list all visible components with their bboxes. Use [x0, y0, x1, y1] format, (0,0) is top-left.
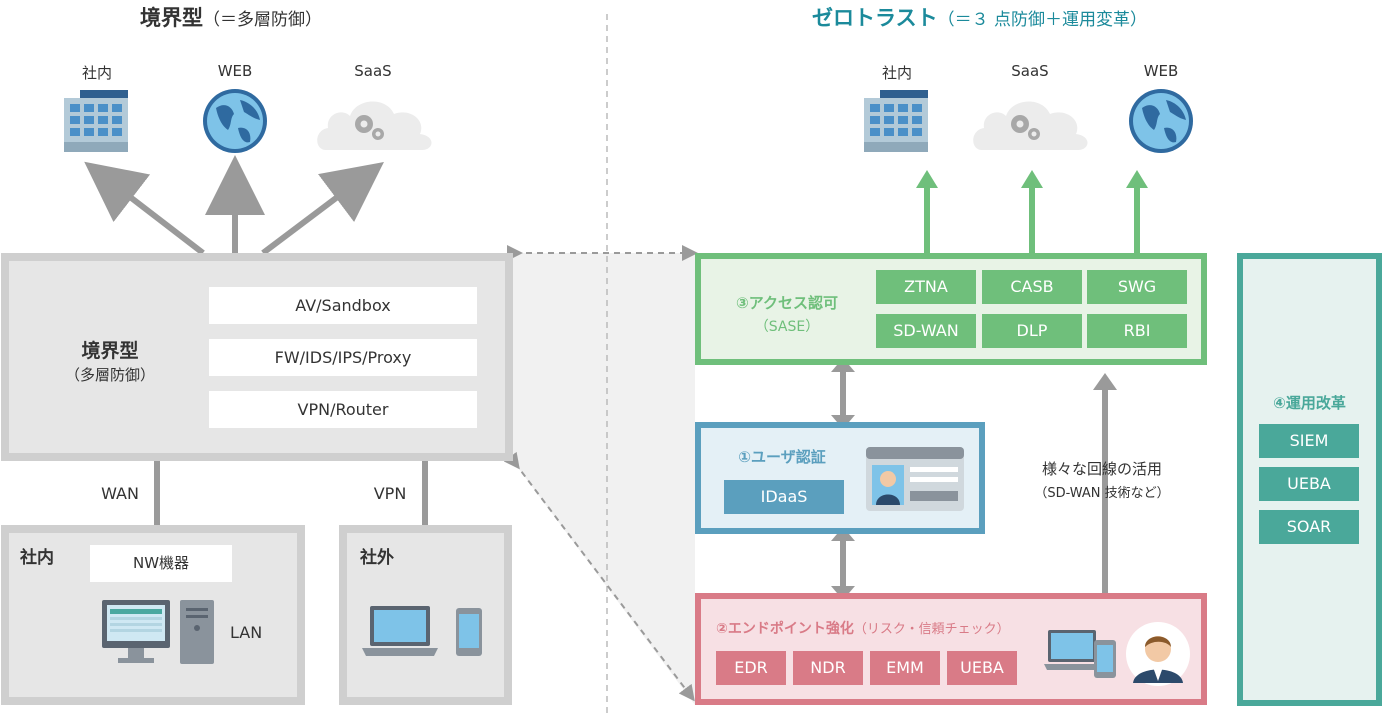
laptop-phone-icon — [362, 606, 482, 656]
office-label: 社内 — [20, 548, 54, 568]
cloud-gear-icon — [973, 101, 1088, 150]
lan-label: LAN — [230, 623, 263, 642]
vpn-label: VPN — [373, 484, 407, 503]
left-dest-saas-label: SaaS — [354, 62, 392, 80]
lines-label: 様々な回線の活用 — [1041, 460, 1162, 478]
cell-siem: SIEM — [1259, 424, 1359, 458]
shading-wedge — [513, 253, 695, 705]
cell-emm: EMM — [870, 651, 940, 685]
laptop-phone-icon — [1044, 630, 1116, 678]
right-dest-web-label: WEB — [1143, 62, 1179, 80]
wan-label: WAN — [101, 484, 139, 503]
access-label: ③アクセス認可 — [736, 294, 838, 312]
cell-rbi: RBI — [1087, 314, 1187, 348]
endpoint-label: ②エンドポイント強化（リスク・信頼チェック） — [716, 621, 1010, 637]
cell-ueba-endpoint: UEBA — [947, 651, 1017, 685]
layer-vpn-router: VPN/Router — [209, 391, 477, 428]
right-dest-office-label: 社内 — [881, 64, 912, 82]
left-dest-office-label: 社内 — [81, 64, 112, 82]
user-auth-label: ①ユーザ認証 — [738, 448, 826, 466]
ops-label: ④運用改革 — [1273, 394, 1346, 412]
cell-edr: EDR — [716, 651, 786, 685]
cell-dlp: DLP — [982, 314, 1082, 348]
dashed-connector-bottom — [503, 451, 695, 702]
cell-swg: SWG — [1087, 270, 1187, 304]
cell-ueba-ops: UEBA — [1259, 467, 1359, 501]
cell-idaas: IDaaS — [724, 480, 844, 514]
globe-icon — [203, 89, 267, 153]
globe-icon — [1129, 89, 1193, 153]
building-icon — [64, 90, 128, 152]
lines-sub: （SD-WAN 技術など） — [1034, 486, 1170, 501]
building-icon — [864, 90, 928, 152]
cell-ztna: ZTNA — [876, 270, 976, 304]
right-title: ゼロトラスト（＝３ 点防御＋運用変革） — [812, 6, 1147, 30]
cloud-gear-icon — [317, 101, 432, 150]
desktop-pc-icon — [102, 600, 214, 664]
cell-sd-wan: SD-WAN — [876, 314, 976, 348]
left-title: 境界型（＝多層防御） — [140, 6, 322, 30]
endpoint-box — [695, 593, 1207, 705]
arrow-left-to-saas — [261, 161, 384, 256]
layer-av-sandbox: AV/Sandbox — [209, 287, 477, 324]
cell-soar: SOAR — [1259, 510, 1359, 544]
nw-device-box: NW機器 — [90, 545, 232, 582]
arrow-green-office-head — [916, 170, 938, 188]
access-sub: （SASE） — [754, 319, 820, 335]
perimeter-label: 境界型 — [81, 340, 139, 362]
user-avatar-icon — [1126, 622, 1190, 686]
left-dest-web-label: WEB — [217, 62, 253, 80]
right-dest-saas-label: SaaS — [1011, 62, 1049, 80]
cell-casb: CASB — [982, 270, 1082, 304]
arrow-green-web-head — [1126, 170, 1148, 188]
id-card-icon — [866, 447, 964, 511]
perimeter-sub: （多層防御） — [64, 366, 155, 384]
layer-fw-ids-ips-proxy: FW/IDS/IPS/Proxy — [209, 339, 477, 376]
arrow-left-to-office — [84, 161, 205, 256]
cell-ndr: NDR — [793, 651, 863, 685]
arrow-green-saas-head — [1021, 170, 1043, 188]
outside-label: 社外 — [360, 548, 394, 568]
